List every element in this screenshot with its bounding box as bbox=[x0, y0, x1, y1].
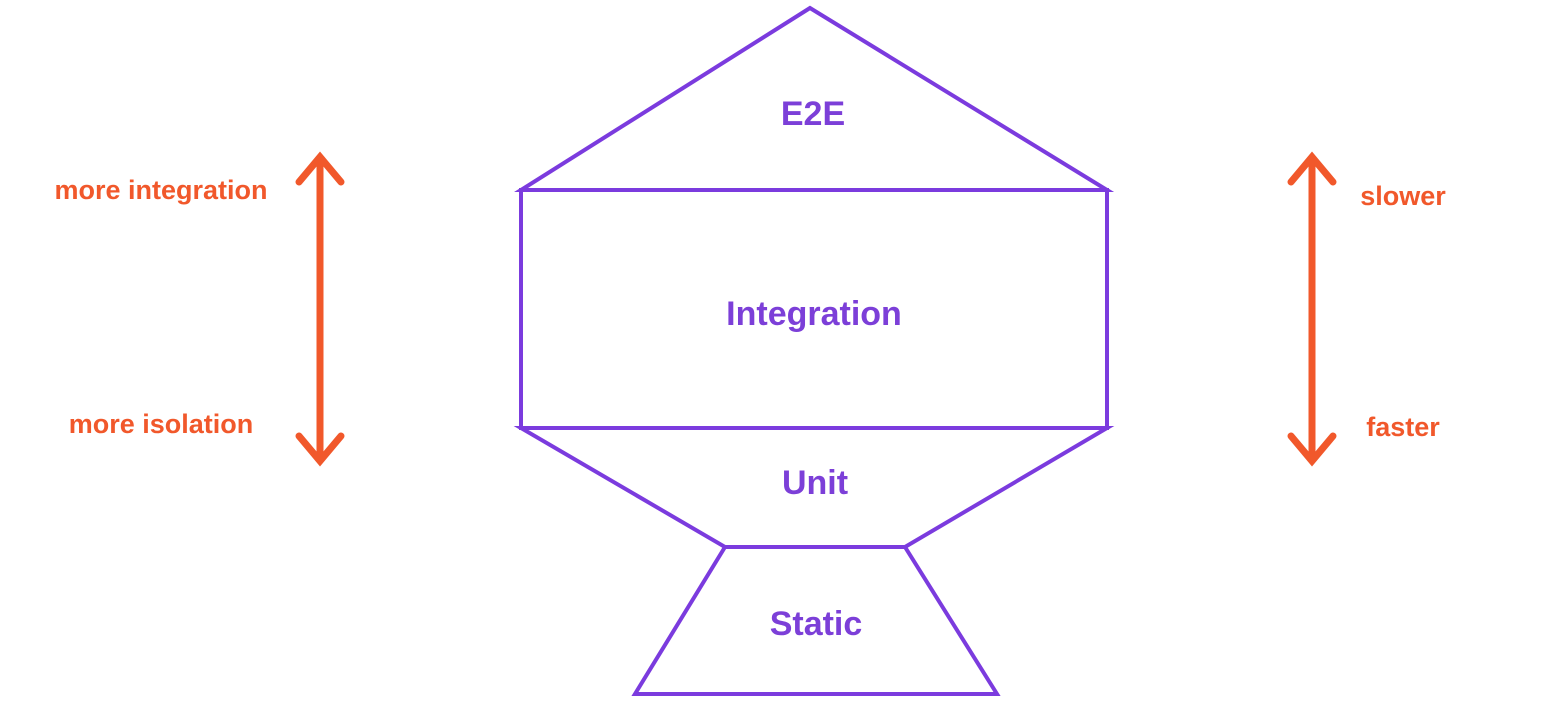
e2e-label: E2E bbox=[781, 95, 845, 133]
left-up-down-arrow-icon bbox=[295, 151, 345, 467]
more-integration-label: more integration bbox=[54, 175, 267, 205]
left-arrow-head-down bbox=[295, 432, 345, 467]
faster-label: faster bbox=[1366, 412, 1440, 442]
right-up-down-arrow-icon bbox=[1287, 151, 1337, 467]
right-arrow-head-up bbox=[1287, 151, 1337, 186]
static-label: Static bbox=[770, 605, 863, 643]
slower-label: slower bbox=[1360, 181, 1446, 211]
right-arrow-head-down bbox=[1287, 432, 1337, 467]
more-isolation-label: more isolation bbox=[69, 409, 254, 439]
integration-label: Integration bbox=[726, 295, 902, 333]
static-trapezoid-shape bbox=[631, 545, 1001, 696]
unit-label: Unit bbox=[782, 464, 848, 502]
left-arrow-head-up bbox=[295, 151, 345, 186]
